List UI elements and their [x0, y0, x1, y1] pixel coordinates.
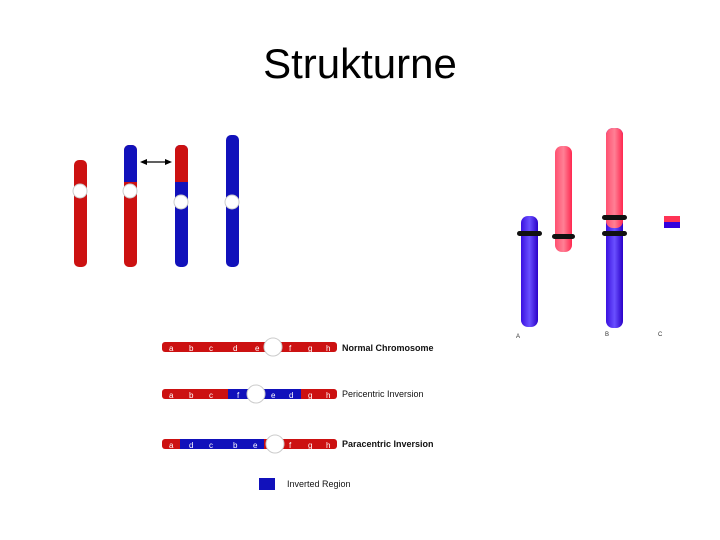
row-label: Normal Chromosome [342, 343, 434, 353]
legend-swatch [259, 478, 275, 490]
row-label: Pericentric Inversion [342, 389, 424, 399]
chromosome-4 [224, 135, 240, 267]
centromere [265, 434, 285, 454]
inversion-diagram: a b c d e f g h Normal Chromosome a b c … [162, 337, 434, 490]
gene-label: b [189, 391, 194, 400]
centromere-band [552, 234, 575, 239]
chromosome-B [602, 128, 627, 328]
centromere-band [602, 231, 627, 236]
gene-label: h [326, 344, 330, 353]
gene-label: f [237, 391, 240, 400]
gene-label: b [233, 441, 238, 450]
centromere [173, 194, 189, 210]
row-label: Paracentric Inversion [342, 439, 434, 449]
gene-label: d [289, 391, 293, 400]
gene-label: f [289, 441, 292, 450]
chromosome-1 [72, 160, 88, 267]
gene-label: a [169, 391, 174, 400]
gene-label: b [189, 344, 194, 353]
chromosome-3 [173, 145, 189, 267]
chromosome-group-right: A B C [516, 128, 680, 340]
centromere [263, 337, 283, 357]
gene-label: d [189, 441, 193, 450]
gene-label: g [308, 391, 312, 400]
gene-label: g [308, 441, 312, 450]
gene-label: c [209, 441, 213, 450]
row-paracentric-inversion: a d c b e f g h Paracentric Inversion [162, 434, 434, 454]
centromere [122, 183, 138, 199]
gene-label: a [169, 344, 174, 353]
legend-label: Inverted Region [287, 479, 351, 489]
gene-label: e [255, 344, 260, 353]
slide-title: Strukturne [263, 40, 457, 87]
label-B: B [605, 332, 609, 338]
gene-label: h [326, 441, 330, 450]
gene-label: a [169, 441, 174, 450]
label-A: A [516, 334, 520, 340]
centromere [72, 183, 88, 199]
row-normal-chromosome: a b c d e f g h Normal Chromosome [162, 337, 434, 357]
gene-label: h [326, 391, 330, 400]
chromosome-A [517, 216, 542, 327]
gene-label: e [253, 441, 258, 450]
chromosome-2 [122, 145, 138, 267]
gene-label: c [209, 344, 213, 353]
centromere [224, 194, 240, 210]
chromosome-group-left [72, 135, 240, 267]
gene-label: e [271, 391, 276, 400]
gene-label: g [308, 344, 312, 353]
translocation-arrow [140, 159, 172, 165]
chromosome-C [664, 216, 680, 228]
centromere [246, 384, 266, 404]
centromere-band [517, 231, 542, 236]
row-pericentric-inversion: a b c f e d g h Pericentric Inversion [162, 384, 424, 404]
gene-label: f [289, 344, 292, 353]
chromosome-B-small [552, 146, 575, 252]
gene-label: d [233, 344, 237, 353]
gene-label: c [209, 391, 213, 400]
label-C: C [658, 332, 663, 338]
legend-inverted-region: Inverted Region [259, 478, 351, 490]
centromere-band [602, 215, 627, 220]
